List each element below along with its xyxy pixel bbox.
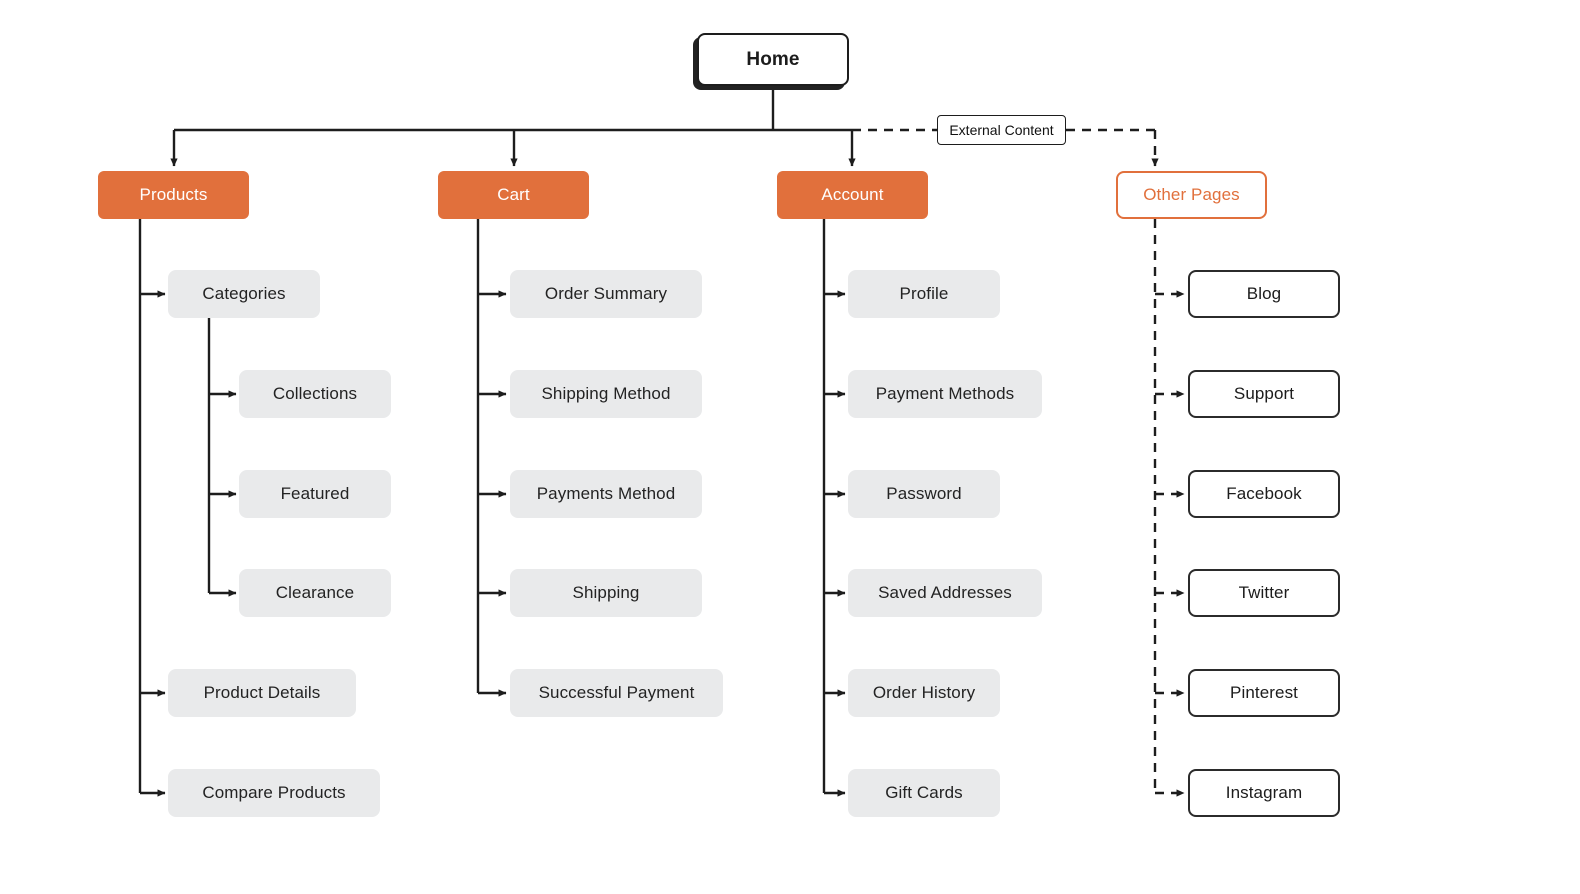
node-featured-label: Featured	[280, 484, 350, 504]
node-twitter-label: Twitter	[1238, 583, 1290, 603]
node-order-history-label: Order History	[872, 683, 976, 703]
node-cart-label: Cart	[497, 185, 530, 205]
node-home[interactable]: Home	[697, 33, 849, 86]
node-successful-payment[interactable]: Successful Payment	[510, 669, 723, 717]
node-instagram[interactable]: Instagram	[1188, 769, 1340, 817]
node-payments-method-label: Payments Method	[536, 484, 676, 504]
node-order-summary-label: Order Summary	[544, 284, 668, 304]
node-account[interactable]: Account	[777, 171, 928, 219]
node-categories-label: Categories	[202, 284, 286, 304]
node-payment-methods[interactable]: Payment Methods	[848, 370, 1042, 418]
node-facebook[interactable]: Facebook	[1188, 470, 1340, 518]
node-home-label: Home	[746, 48, 800, 70]
node-facebook-label: Facebook	[1226, 484, 1302, 504]
node-shipping-label: Shipping	[572, 583, 640, 603]
node-other-pages[interactable]: Other Pages	[1116, 171, 1267, 219]
node-featured[interactable]: Featured	[239, 470, 391, 518]
node-profile[interactable]: Profile	[848, 270, 1000, 318]
node-product-details-label: Product Details	[203, 683, 321, 703]
node-account-label: Account	[821, 185, 884, 205]
node-profile-label: Profile	[899, 284, 949, 304]
node-clearance-label: Clearance	[275, 583, 355, 603]
node-payment-methods-label: Payment Methods	[875, 384, 1015, 404]
node-pinterest[interactable]: Pinterest	[1188, 669, 1340, 717]
edge-label-external-content: External Content	[937, 115, 1066, 145]
node-saved-addresses[interactable]: Saved Addresses	[848, 569, 1042, 617]
node-products-label: Products	[139, 185, 208, 205]
node-order-summary[interactable]: Order Summary	[510, 270, 702, 318]
node-categories[interactable]: Categories	[168, 270, 320, 318]
node-saved-addresses-label: Saved Addresses	[878, 583, 1012, 603]
node-products[interactable]: Products	[98, 171, 249, 219]
node-gift-cards-label: Gift Cards	[885, 783, 963, 803]
node-successful-payment-label: Successful Payment	[538, 683, 695, 703]
node-payments-method[interactable]: Payments Method	[510, 470, 702, 518]
node-shipping[interactable]: Shipping	[510, 569, 702, 617]
node-blog-label: Blog	[1246, 284, 1282, 304]
node-password-label: Password	[886, 484, 962, 504]
node-collections[interactable]: Collections	[239, 370, 391, 418]
node-shipping-method-label: Shipping Method	[541, 384, 671, 404]
node-order-history[interactable]: Order History	[848, 669, 1000, 717]
node-other-pages-label: Other Pages	[1143, 185, 1240, 205]
node-support[interactable]: Support	[1188, 370, 1340, 418]
node-support-label: Support	[1233, 384, 1295, 404]
node-clearance[interactable]: Clearance	[239, 569, 391, 617]
node-blog[interactable]: Blog	[1188, 270, 1340, 318]
node-shipping-method[interactable]: Shipping Method	[510, 370, 702, 418]
node-instagram-label: Instagram	[1225, 783, 1303, 803]
node-product-details[interactable]: Product Details	[168, 669, 356, 717]
node-compare-products-label: Compare Products	[202, 783, 346, 803]
node-collections-label: Collections	[272, 384, 358, 404]
node-password[interactable]: Password	[848, 470, 1000, 518]
node-cart[interactable]: Cart	[438, 171, 589, 219]
node-compare-products[interactable]: Compare Products	[168, 769, 380, 817]
node-pinterest-label: Pinterest	[1230, 683, 1298, 703]
node-twitter[interactable]: Twitter	[1188, 569, 1340, 617]
node-gift-cards[interactable]: Gift Cards	[848, 769, 1000, 817]
edge-label-external-content-text: External Content	[949, 121, 1054, 138]
